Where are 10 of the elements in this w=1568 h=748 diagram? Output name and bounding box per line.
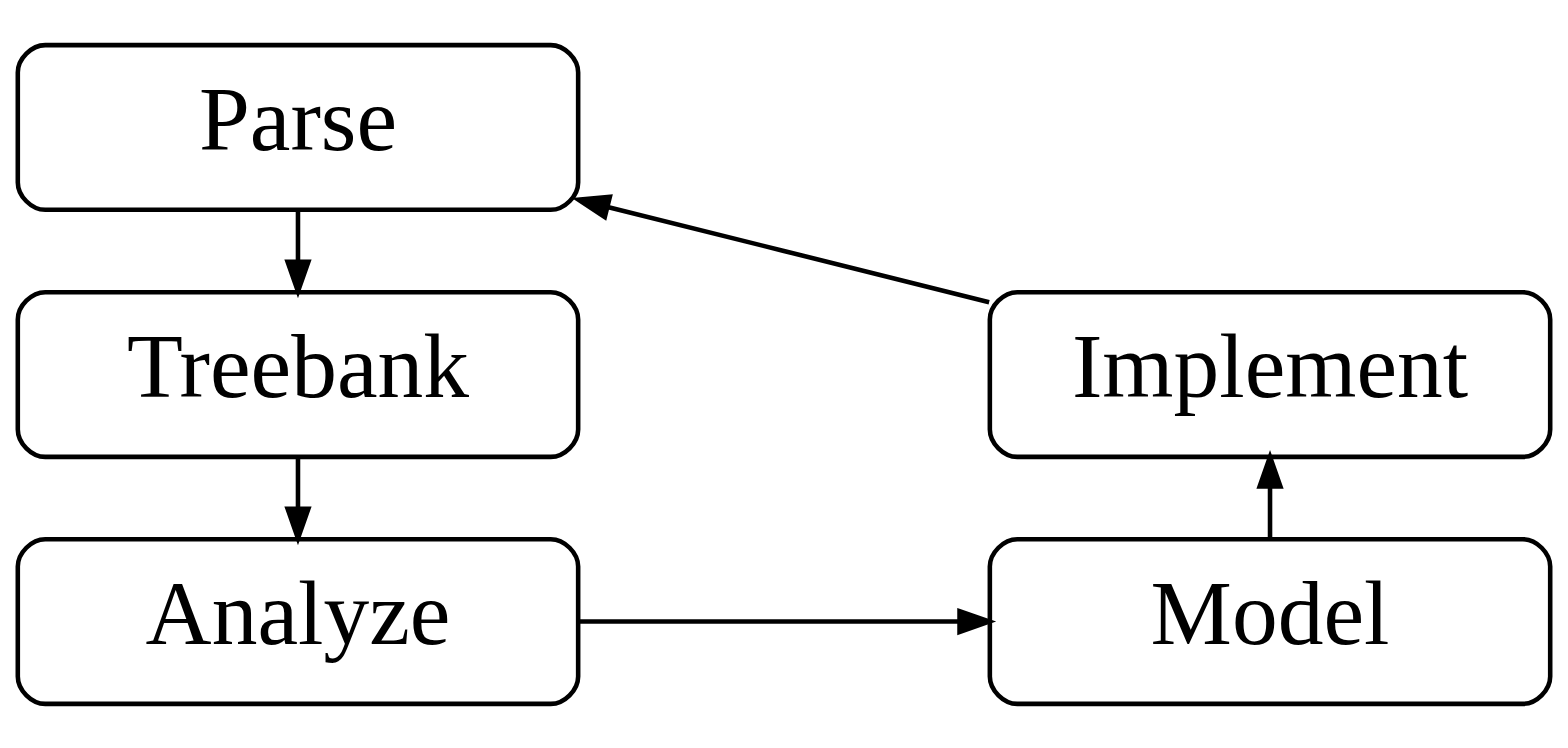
- arrow: [578, 607, 997, 635]
- node-box: Treebank: [15, 289, 581, 459]
- arrow: [284, 456, 312, 545]
- arrow: [1256, 449, 1284, 538]
- node-box: Parse: [15, 42, 581, 212]
- node-box: Analyze: [15, 536, 581, 706]
- arrow: [571, 193, 990, 304]
- node-box: Implement: [987, 289, 1553, 459]
- node-box: Model: [987, 536, 1553, 706]
- arrow: [284, 209, 312, 298]
